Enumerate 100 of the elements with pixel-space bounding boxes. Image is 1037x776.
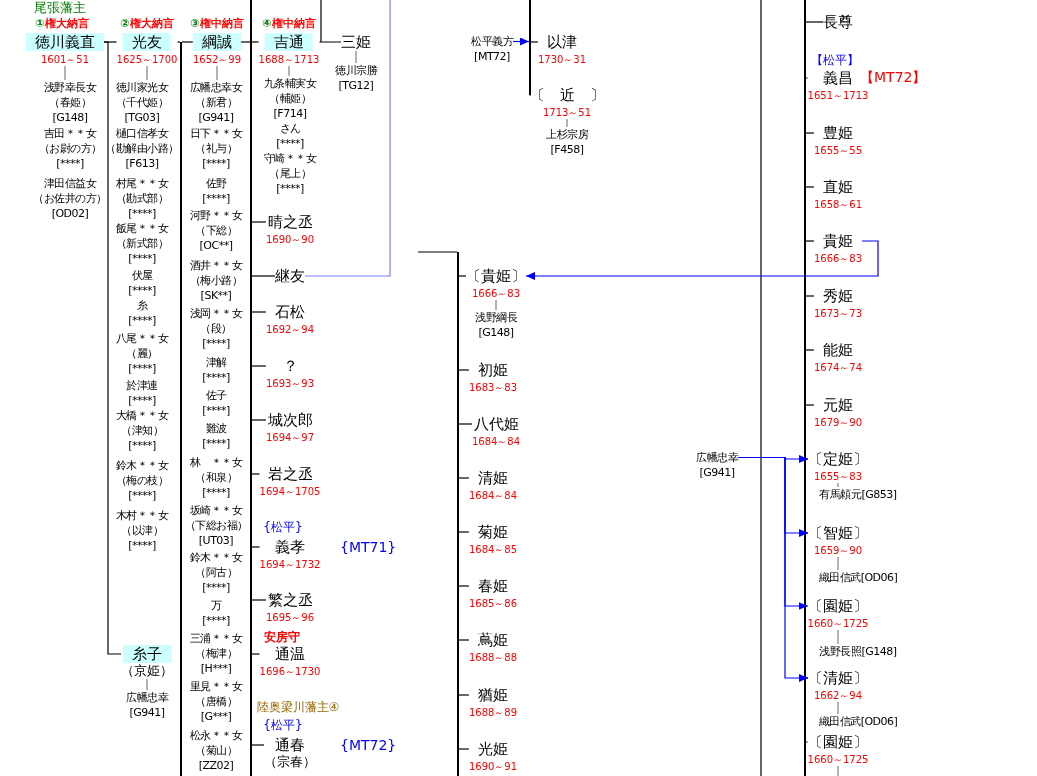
person-name: 豊姫 [823,124,853,142]
lineage-bar [804,0,806,776]
lineage-line [251,311,267,313]
lineage-line [458,639,470,641]
marriage-tick [216,65,218,81]
record-code: [F613] [125,156,159,171]
lineage-line [251,546,261,548]
person-name: 通温 [275,645,305,663]
record-code: [OC**] [199,238,233,253]
spouse-alias: （和泉） [195,470,237,485]
spouse-name: 有馬頼元[G853] [819,487,897,502]
lineage-line [251,275,276,277]
person-name: 貴姫 [823,232,853,250]
lineage-line [530,41,539,43]
life-dates: 1690～91 [468,760,518,773]
spouse-alias: （新君） [195,95,237,110]
spouse-alias: （阿古） [195,565,237,580]
lord-name-label: 綱誠 [193,33,241,51]
life-dates: 1660～1725 [807,753,869,766]
spouse-name: 佐野 [205,176,227,191]
marriage-tick [837,556,839,571]
record-code: [H***] [200,661,232,676]
person-name: 元姫 [823,396,853,414]
record-code: [MT72] [474,49,510,64]
lineage-code-label: {MT71} [340,539,397,555]
record-code: [ZZ02] [198,758,234,773]
life-dates: 1688～1713 [258,53,320,66]
record-code: [TG12] [338,78,374,93]
clan-label: {松平} [263,518,303,536]
lineage-line [251,744,265,746]
spouse-name: 広幡忠幸 [696,450,738,465]
marriage-tick [837,482,839,488]
person-name: 義昌 [823,69,853,87]
life-dates: 1659～90 [813,544,863,557]
record-code: [****] [128,393,156,408]
clan-label: {松平} [263,716,303,734]
person-name: 猶姫 [478,686,508,704]
spouse-name: 徳川宗勝 [335,63,377,78]
record-code: [****] [202,580,230,595]
life-dates: 1695～96 [265,611,315,624]
person-name: 〔定姫〕 [808,450,868,468]
life-dates: 1601～51 [40,53,90,66]
clan-label: 【松平】 [811,51,859,69]
record-code: [G148] [52,110,88,125]
record-code: [****] [128,283,156,298]
marriage-tick [837,765,839,776]
spouse-name: 織田信武[OD06] [818,570,898,585]
person-name: 秀姫 [823,287,853,305]
spouse-name: 日下＊＊女 [189,126,243,141]
life-dates: 1688～88 [468,651,518,664]
lineage-bar [457,252,459,776]
person-name: 〔清姫〕 [808,669,868,687]
spouse-name: 上杉宗房 [546,127,588,142]
spouse-name: 於津連 [126,378,158,393]
person-name: 清姫 [478,469,508,487]
spouse-name: 鈴木＊＊女 [115,458,169,473]
life-dates: 1690～90 [265,233,315,246]
spouse-alias: （梅津） [195,646,237,661]
lineage-line [805,186,815,188]
spouse-name: 浅野長照[G148] [819,644,897,659]
record-code: [F714] [273,106,307,121]
spouse-alias: （津知） [121,423,163,438]
spouse-name: 飯尾＊＊女 [115,221,169,236]
person-name: 蔦姫 [478,631,508,649]
person-name: 〔園姫〕 [808,733,868,751]
spouse-name: 大橋＊＊女 [115,408,169,423]
life-dates: 1694～1705 [259,485,321,498]
spouse-name: 村尾＊＊女 [115,176,169,191]
record-code: [G941] [198,110,234,125]
spouse-name: 木村＊＊女 [115,508,169,523]
life-dates: 1666～83 [813,252,863,265]
lineage-line [458,423,473,425]
lineage-line [103,41,122,655]
person-name: 〔智姫〕 [808,524,868,542]
life-dates: 1652～99 [192,53,242,66]
spouse-alias: （春姫） [49,95,91,110]
person-name: 石松 [275,303,305,321]
spouse-name: 酒井＊＊女 [189,258,243,273]
record-code: [G148] [478,325,514,340]
record-code: [****] [276,136,304,151]
court-rank-label: ②権大納言 [120,15,174,31]
lineage-line [458,369,470,371]
spouse-name: 浅野綱長 [475,310,517,325]
spouse-name: 伏屋 [131,268,153,283]
person-name: 直姫 [823,178,853,196]
record-code: [****] [128,361,156,376]
life-dates: 1655～55 [813,144,863,157]
life-dates: 1651～1713 [807,89,869,102]
lineage-line [251,473,261,475]
life-dates: 1658～61 [813,198,863,211]
record-code: [****] [128,488,156,503]
person-name: 城次郎 [267,411,313,429]
person-name: 八代姫 [473,415,519,433]
spouse-name: 難波 [205,421,227,436]
spouse-name: 浅野幸長女 [43,80,97,95]
spouse-alias: （お尉の方） [38,141,102,156]
life-dates: 1696～1730 [259,665,321,678]
life-dates: 1683～83 [468,381,518,394]
person-name: 義孝 [275,538,305,556]
record-code: [****] [202,156,230,171]
